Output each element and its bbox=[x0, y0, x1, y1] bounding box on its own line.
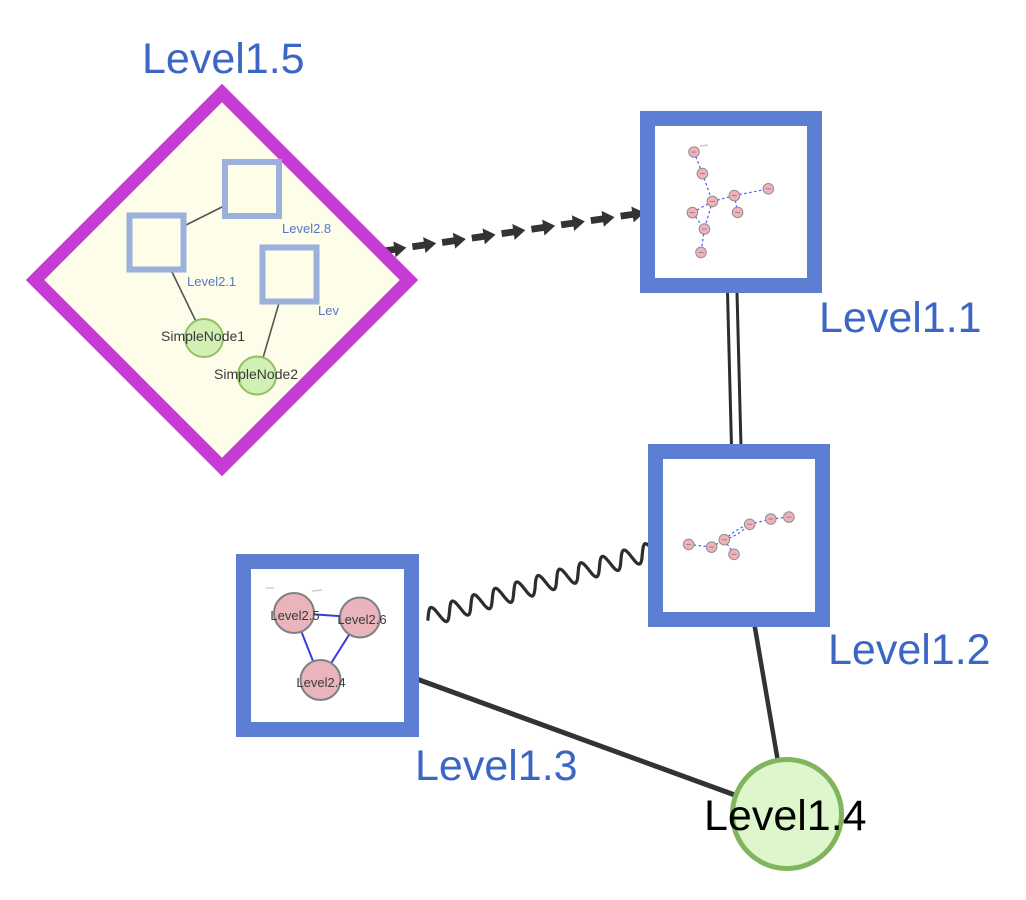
svg-text:Level2.6: Level2.6 bbox=[337, 612, 386, 627]
svg-text:Level2.1: Level2.1 bbox=[187, 274, 236, 289]
svg-text:Level1.5: Level1.5 bbox=[142, 35, 305, 83]
svg-text:Level2.5: Level2.5 bbox=[270, 608, 319, 623]
svg-text:Level1.3: Level1.3 bbox=[415, 742, 578, 790]
svg-text:Level2.4: Level2.4 bbox=[296, 675, 345, 690]
svg-text:Level1.1: Level1.1 bbox=[819, 294, 982, 342]
svg-text:SimpleNode1: SimpleNode1 bbox=[161, 328, 245, 344]
svg-text:Level2.8: Level2.8 bbox=[282, 221, 331, 236]
svg-text:Level1.2: Level1.2 bbox=[828, 626, 991, 674]
svg-text:Level1.4: Level1.4 bbox=[704, 792, 867, 840]
svg-text:Lev: Lev bbox=[318, 303, 339, 318]
svg-text:SimpleNode2: SimpleNode2 bbox=[214, 366, 298, 382]
